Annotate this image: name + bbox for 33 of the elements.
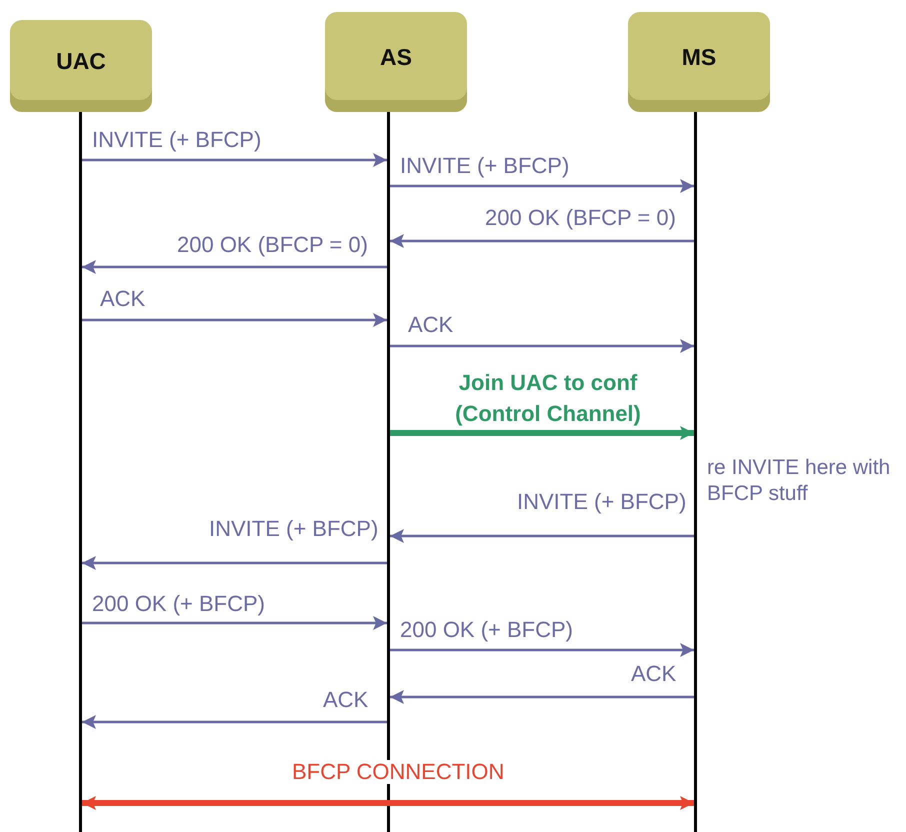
- message-label: 200 OK (BFCP = 0): [177, 233, 368, 258]
- lifeline: [79, 112, 82, 832]
- message-arrow: [390, 234, 694, 248]
- message-arrow: [390, 426, 694, 440]
- message-label: INVITE (+ BFCP): [400, 154, 570, 178]
- message-label: ACK: [408, 313, 454, 338]
- message-arrow: [82, 313, 387, 327]
- message-arrow: [82, 715, 387, 729]
- message-label: 200 OK (+ BFCP): [400, 618, 574, 642]
- participant-box: MS: [628, 12, 770, 112]
- message-arrow: [390, 179, 694, 193]
- participant-box: AS: [325, 12, 467, 112]
- participant-box: UAC: [10, 20, 152, 112]
- message-arrow: [82, 556, 387, 570]
- message-label: INVITE (+ BFCP): [92, 128, 262, 152]
- message-label: 200 OK (BFCP = 0): [485, 206, 676, 230]
- message-label: INVITE (+ BFCP): [209, 517, 378, 542]
- message-label: 200 OK (+ BFCP): [92, 592, 266, 616]
- message-arrow: [82, 796, 694, 810]
- message-arrow: [390, 339, 694, 353]
- message-arrow: [82, 153, 387, 167]
- message-label: INVITE (+ BFCP): [517, 490, 686, 514]
- message-label: ACK: [631, 662, 676, 686]
- message-label: ACK: [323, 688, 368, 712]
- message-arrow: [82, 616, 387, 630]
- message-label: ACK: [100, 287, 146, 312]
- message-arrow: [390, 690, 694, 704]
- message-label: Join UAC to conf (Control Channel): [454, 369, 642, 428]
- message-arrow: [390, 643, 694, 657]
- message-arrow: [82, 260, 387, 274]
- message-arrow: [390, 529, 694, 543]
- lifeline: [694, 112, 697, 832]
- note-text: re INVITE here with BFCP stuff: [707, 455, 892, 508]
